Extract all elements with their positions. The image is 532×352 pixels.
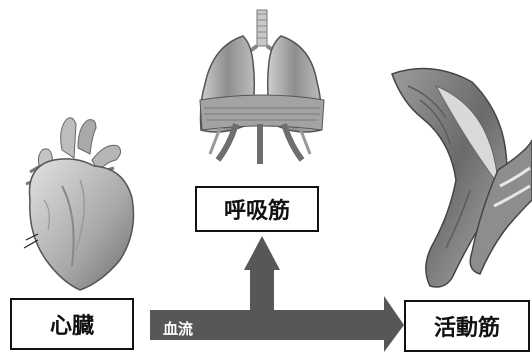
muscle-illustration <box>392 69 532 287</box>
lungs-illustration <box>200 10 324 164</box>
up-arrow-head <box>244 236 280 270</box>
heart-label-box: 心臓 <box>10 298 134 350</box>
blood-flow-label: 血流 <box>163 318 193 339</box>
active-muscle-label: 活動筋 <box>434 310 500 342</box>
respiratory-muscle-label-box: 呼吸筋 <box>195 186 319 232</box>
heart-illustration <box>24 118 134 290</box>
respiratory-muscle-label: 呼吸筋 <box>224 193 290 225</box>
right-arrow-head <box>384 296 404 352</box>
active-muscle-label-box: 活動筋 <box>404 300 530 352</box>
heart-label: 心臓 <box>50 308 94 340</box>
